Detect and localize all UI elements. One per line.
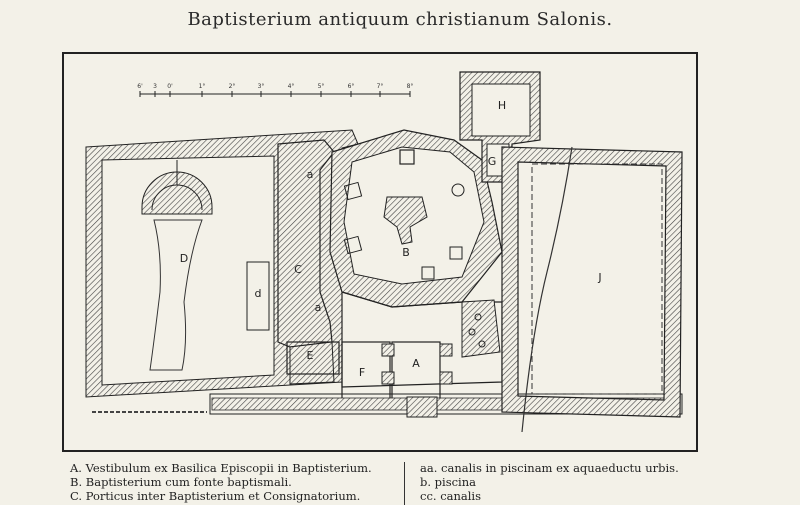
legend-right: aa. canalis in piscinam ex aquaeductu ur… — [420, 461, 679, 503]
scale-tick: 1° — [199, 83, 206, 90]
scale-tick: 2° — [229, 83, 236, 90]
legend-left: A. Vestibulum ex Basilica Episcopii in B… — [70, 461, 372, 503]
label-room-b: B — [402, 246, 410, 259]
scale-tick: 7° — [377, 83, 384, 90]
legend-item: aa. canalis in piscinam ex aquaeductu ur… — [420, 461, 679, 475]
label-room-j: J — [597, 271, 601, 284]
room-j-walls — [501, 146, 683, 433]
room-b-baptistery — [329, 129, 503, 308]
scale-tick: 8° — [407, 83, 414, 90]
legend-divider — [404, 462, 405, 505]
label-a-upper: a — [307, 168, 314, 181]
room-d-walls — [85, 129, 359, 398]
legend-item: cc. canalis — [420, 489, 482, 503]
label-room-f: F — [359, 366, 365, 379]
scale-bar: 6' 3 0' 1° 2° 3° 4° 5° 6° 7° 8° — [137, 83, 413, 97]
page-title: Baptisterium antiquum christianum Saloni… — [187, 9, 613, 30]
scale-tick: 3° — [258, 83, 265, 90]
label-a-lower: a — [315, 301, 322, 314]
scale-tick: 4° — [288, 83, 295, 90]
legend-item: B. Baptisterium cum fonte baptismali. — [70, 475, 292, 489]
label-room-d-small: d — [255, 287, 262, 300]
rooms-g-h — [459, 71, 541, 183]
label-room-d: D — [180, 252, 188, 265]
scale-tick: 6' — [137, 83, 143, 90]
rooms-a-e-f — [92, 291, 683, 418]
label-room-e: E — [307, 349, 314, 362]
scale-tick: 6° — [348, 83, 355, 90]
scale-tick: 0' — [167, 83, 173, 90]
scale-tick: 3 — [153, 83, 157, 90]
legend-item: b. piscina — [420, 475, 476, 489]
label-room-h: H — [498, 99, 506, 112]
label-room-g: G — [488, 155, 497, 168]
floor-plan: 6' 3 0' 1° 2° 3° 4° 5° 6° 7° 8° — [85, 71, 683, 433]
label-room-c: C — [294, 263, 302, 276]
legend-item: C. Porticus inter Baptisterium et Consig… — [70, 489, 361, 503]
plan-frame — [62, 52, 698, 452]
legend-item: A. Vestibulum ex Basilica Episcopii in B… — [70, 461, 372, 475]
label-room-a: A — [412, 357, 420, 370]
scale-tick: 5° — [318, 83, 325, 90]
